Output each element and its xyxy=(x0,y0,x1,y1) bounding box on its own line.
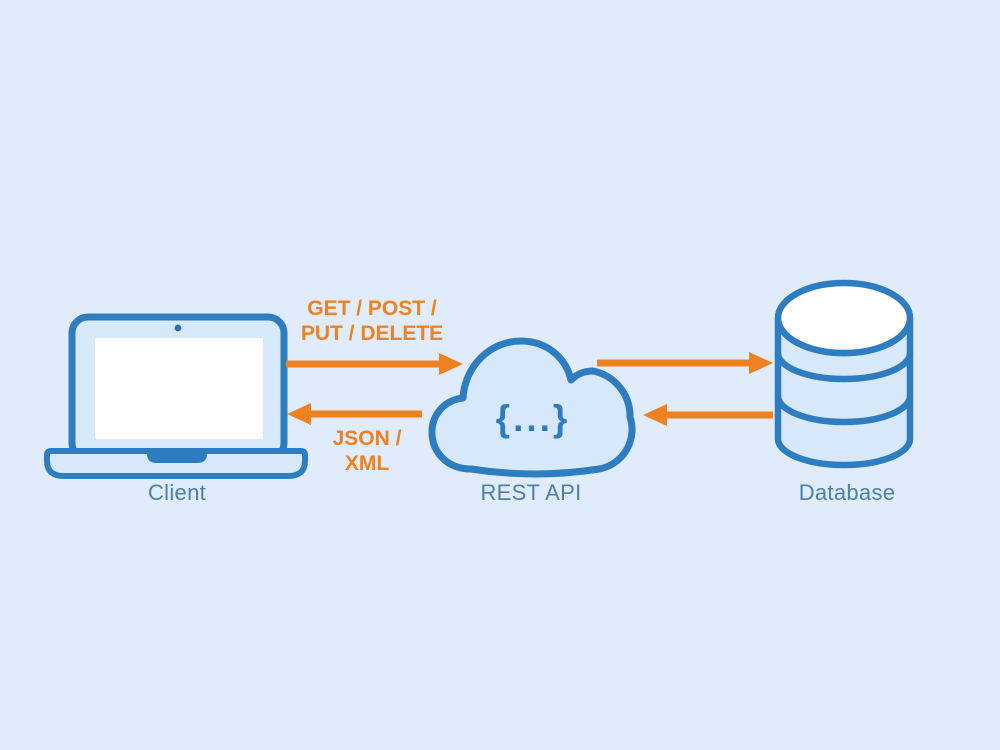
response-arrow xyxy=(287,403,422,425)
request-methods-label: GET / POST / PUT / DELETE xyxy=(292,296,452,346)
api-to-db-arrow xyxy=(597,352,773,374)
laptop-base xyxy=(44,448,308,479)
database-top xyxy=(774,279,914,357)
db-to-api-arrow xyxy=(643,404,773,426)
cloud-shape xyxy=(428,337,636,478)
rest-api-label: REST API xyxy=(480,480,582,505)
cloud-icon xyxy=(428,337,636,478)
json-braces-glyph: {...} xyxy=(495,398,571,439)
webcam-dot-icon xyxy=(174,324,182,332)
laptop-screen xyxy=(95,338,263,439)
request-methods-line1: GET / POST / xyxy=(307,297,437,320)
database-ring-1 xyxy=(774,352,914,383)
database-ring-2 xyxy=(774,395,914,426)
laptop-base-notch xyxy=(147,452,207,463)
response-format-line1: JSON / xyxy=(332,427,402,450)
response-format-line2: XML xyxy=(344,452,390,475)
db-to-api-arrowhead-icon xyxy=(643,404,667,426)
api-to-db-arrowhead-icon xyxy=(749,352,773,374)
request-methods-line2: PUT / DELETE xyxy=(300,322,444,345)
database-label: Database xyxy=(798,480,896,505)
request-arrow xyxy=(286,353,463,375)
client-label: Client xyxy=(147,480,207,505)
database-icon xyxy=(774,279,914,469)
response-format-label: JSON / XML xyxy=(307,426,427,476)
response-arrowhead-icon xyxy=(287,403,311,425)
laptop-icon xyxy=(44,313,308,479)
request-arrowhead-icon xyxy=(439,353,463,375)
